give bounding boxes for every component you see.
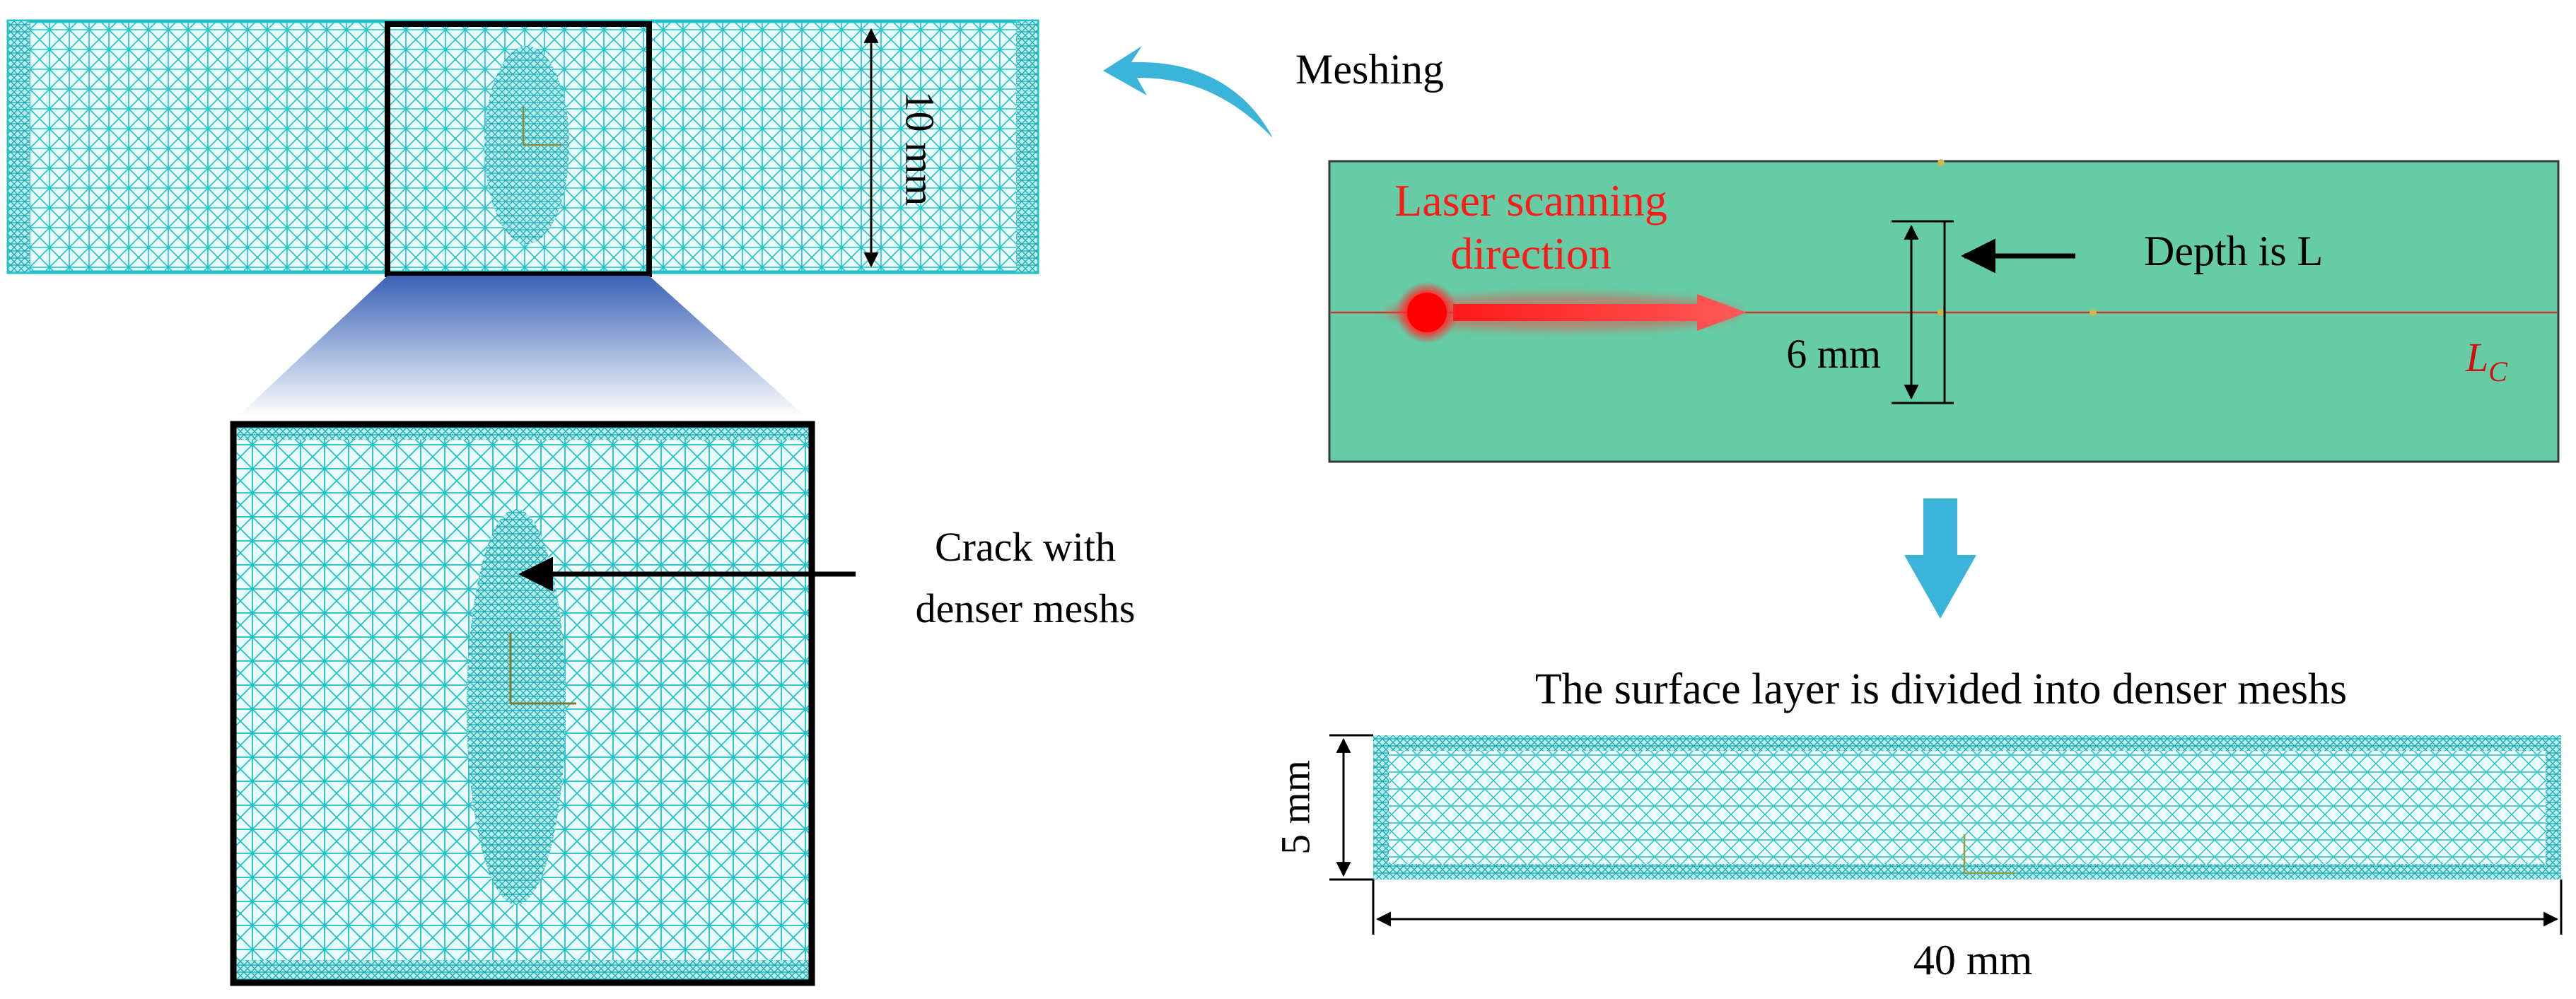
marker-dot-right bbox=[2090, 309, 2097, 316]
surface-layer-label: The surface layer is divided into denser… bbox=[1535, 665, 2347, 713]
zoomed-mesh-bottom-dense bbox=[233, 960, 812, 983]
zoomed-mesh-frame bbox=[230, 421, 815, 986]
lc-main: L bbox=[2465, 334, 2488, 380]
lc-subscript: C bbox=[2488, 356, 2508, 387]
dimension-6mm bbox=[1892, 220, 1954, 404]
dimension-6mm-label: 6 mm bbox=[1786, 331, 1881, 377]
meshing-arrow-body bbox=[1103, 46, 1273, 138]
mesh-strip-right-dense-edge bbox=[1016, 21, 1037, 272]
axis-glyph-large bbox=[509, 633, 576, 705]
zoomed-mesh bbox=[230, 421, 815, 986]
crack-label-line2: denser meshs bbox=[916, 585, 1136, 631]
laser-label-line2: direction bbox=[1450, 228, 1611, 279]
surface-mesh-top-dense bbox=[1373, 735, 2561, 751]
axis-glyph-small bbox=[522, 106, 562, 146]
down-arrow bbox=[1904, 498, 1976, 619]
laser-beam bbox=[1386, 281, 1747, 344]
zoomed-mesh-top-dense bbox=[233, 424, 812, 440]
surface-mesh-bottom-dense bbox=[1373, 864, 2561, 880]
meshing-label: Meshing bbox=[1295, 46, 1444, 93]
dimension-10mm: 10 mm bbox=[863, 28, 943, 268]
mesh-strip-left-dense-edge bbox=[8, 21, 30, 272]
laser-beam-arrow bbox=[1453, 294, 1747, 331]
dimension-40mm-label: 40 mm bbox=[1913, 937, 2032, 983]
zoom-window-frame bbox=[385, 21, 652, 277]
marker-dot-center bbox=[1937, 309, 1945, 316]
surface-mesh-body bbox=[1373, 735, 2561, 877]
zoom-projection bbox=[237, 276, 806, 417]
surface-mesh-plate bbox=[1373, 735, 2561, 880]
zoomed-crack-region bbox=[467, 509, 566, 905]
surface-mesh-right-dense bbox=[2546, 735, 2561, 880]
dimension-5mm: 5 mm bbox=[1272, 734, 1373, 881]
meshing-arrow bbox=[1103, 46, 1273, 138]
depth-label: Depth is L bbox=[2144, 228, 2323, 274]
laser-label-line1: Laser scanning bbox=[1394, 175, 1667, 226]
marker-dot-top bbox=[1937, 159, 1945, 166]
lc-label: LC bbox=[2465, 334, 2508, 387]
crack-label-line1: Crack with bbox=[935, 524, 1116, 570]
meshed-strip bbox=[6, 19, 1039, 277]
dimension-10mm-label: 10 mm bbox=[897, 91, 943, 206]
dimension-5mm-label: 5 mm bbox=[1272, 760, 1318, 855]
surface-mesh-left-dense bbox=[1373, 735, 1389, 880]
laser-spot bbox=[1407, 293, 1447, 332]
surface-mesh-axis-glyph bbox=[1963, 834, 2015, 875]
dimension-40mm: 40 mm bbox=[1372, 880, 2563, 983]
